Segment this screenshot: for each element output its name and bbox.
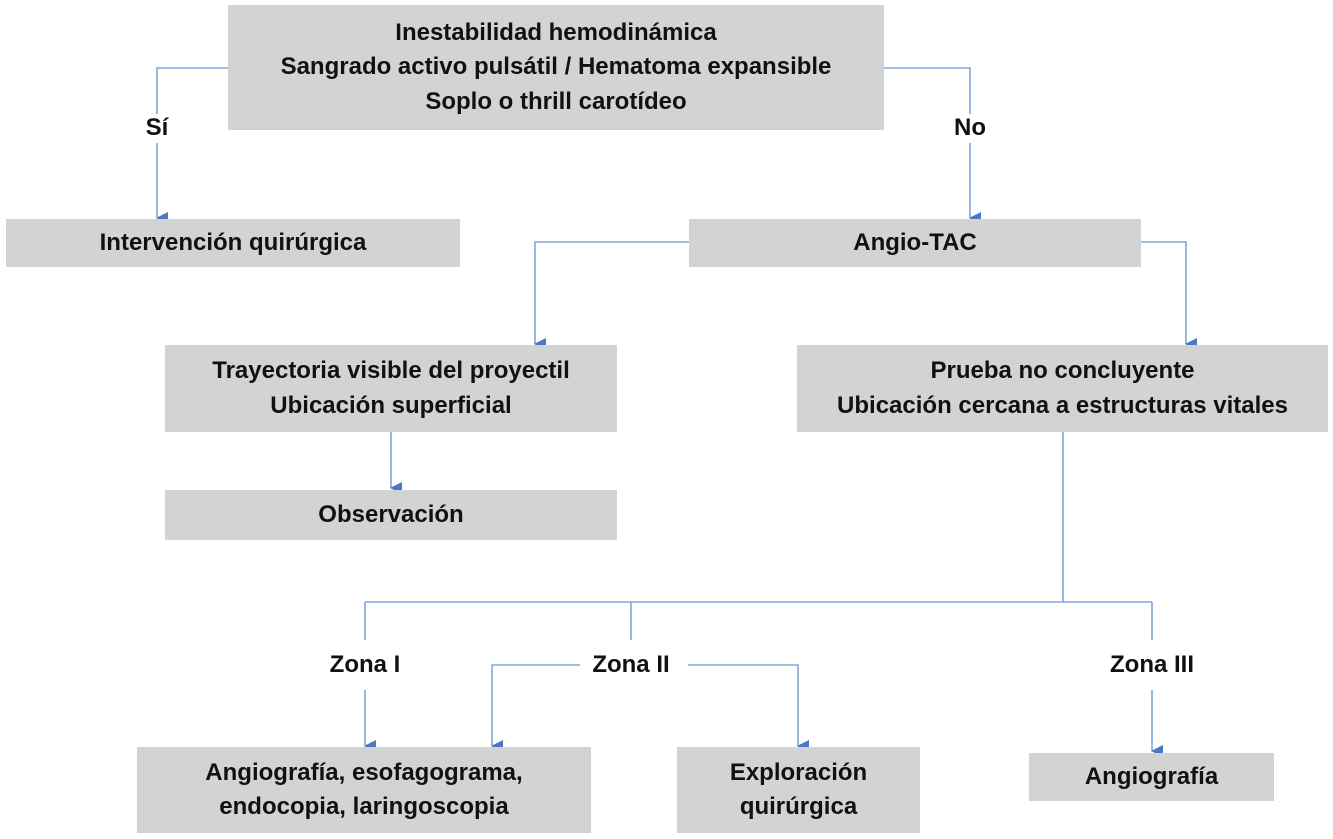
box-zone1-tests: Angiografía, esofagograma, endocopia, la… bbox=[137, 747, 591, 833]
box-inconclusive: Prueba no concluyente Ubicación cercana … bbox=[797, 345, 1328, 432]
box-surgical-exploration: Exploración quirúrgica bbox=[677, 747, 920, 833]
exploration-line-1: Exploración bbox=[729, 758, 868, 786]
connector-angio-left bbox=[534, 241, 689, 350]
visible-trajectory-line-1: Trayectoria visible del proyectil bbox=[212, 357, 570, 385]
inconclusive-line-2: Ubicación cercana a estructuras vitales bbox=[837, 391, 1288, 419]
inconclusive-line-1: Prueba no concluyente bbox=[930, 357, 1195, 385]
angiography-text: Angiografía bbox=[1084, 762, 1219, 790]
box-observation: Observación bbox=[165, 490, 617, 540]
label-yes: Sí bbox=[139, 114, 175, 143]
label-zone-3: Zona III bbox=[1104, 651, 1200, 680]
connector-zone2-tests bbox=[491, 664, 580, 752]
observation-text: Observación bbox=[318, 500, 464, 528]
decision-line-3: Soplo o thrill carotídeo bbox=[425, 87, 687, 115]
angio-tac-text: Angio-TAC bbox=[853, 228, 977, 256]
decision-line-2: Sangrado activo pulsátil / Hematoma expa… bbox=[280, 53, 832, 81]
connector-zone2-exploration bbox=[688, 664, 809, 752]
connector-no bbox=[884, 67, 981, 224]
connector-angio-right bbox=[1141, 241, 1197, 350]
label-zone-1: Zona I bbox=[323, 651, 407, 680]
connector-yes bbox=[156, 67, 228, 224]
zone1-tests-line-1: Angiografía, esofagograma, bbox=[205, 758, 523, 786]
box-visible-trajectory: Trayectoria visible del proyectil Ubicac… bbox=[165, 345, 617, 432]
decision-line-1: Inestabilidad hemodinámica bbox=[395, 19, 717, 47]
box-surgical-intervention: Intervención quirúrgica bbox=[6, 219, 460, 267]
label-zone-2: Zona II bbox=[586, 651, 676, 680]
zone1-tests-line-2: endocopia, laringoscopia bbox=[219, 793, 509, 820]
box-angio-tac: Angio-TAC bbox=[689, 219, 1141, 267]
exploration-line-2: quirúrgica bbox=[739, 793, 858, 820]
box-angiography: Angiografía bbox=[1029, 753, 1274, 801]
label-no: No bbox=[948, 114, 992, 143]
decision-box-instability: Inestabilidad hemodinámica Sangrado acti… bbox=[228, 5, 884, 130]
visible-trajectory-line-2: Ubicación superficial bbox=[270, 391, 512, 419]
surgical-intervention-text: Intervención quirúrgica bbox=[99, 228, 367, 256]
